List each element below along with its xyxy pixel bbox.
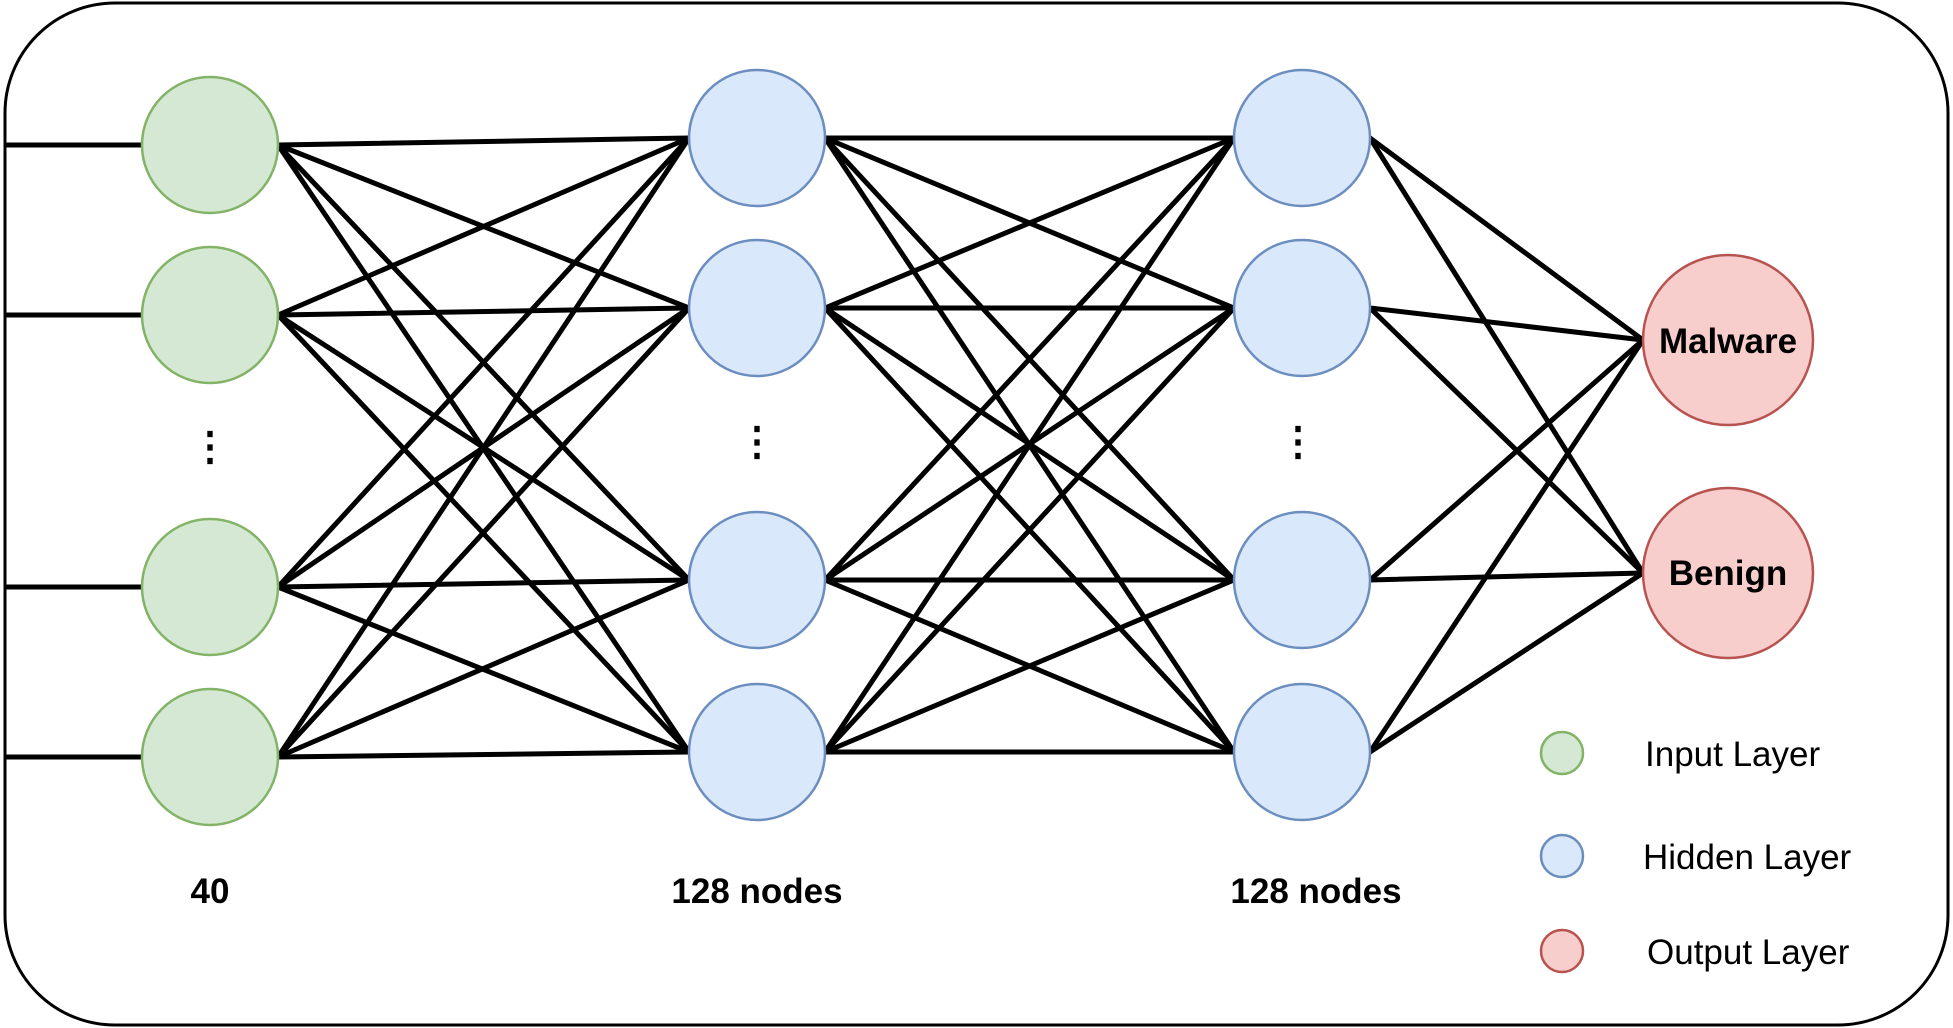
edge-hidden1-hidden2-3-1	[822, 135, 1237, 583]
input-layer-count-label: 40	[191, 872, 230, 911]
edge-input-hidden1-3-1	[275, 135, 692, 590]
hidden2-node-2	[1232, 238, 1372, 378]
legend-input-swatch	[1539, 730, 1585, 776]
edge-input-hidden1-4-3	[275, 577, 692, 760]
legend-hidden-label: Hidden Layer	[1643, 838, 1852, 877]
edge-hidden1-hidden2-4-2	[822, 305, 1237, 755]
hidden2-node-3	[1232, 510, 1372, 650]
edge-hidden2-output-1-2	[1367, 135, 1646, 576]
hidden1-node-4	[687, 682, 827, 822]
edge-input-hidden1-4-4	[275, 749, 692, 760]
edge-input-hidden1-1-1	[275, 135, 692, 148]
input-node-3	[140, 517, 280, 657]
connections	[4, 135, 1646, 760]
edge-hidden2-output-4-1	[1367, 337, 1646, 755]
legend-input-label: Input Layer	[1645, 735, 1820, 774]
edge-hidden1-hidden2-2-1	[822, 135, 1237, 311]
hidden1-node-1	[687, 68, 827, 208]
edge-hidden1-hidden2-4-1	[822, 135, 1237, 755]
hidden1-node-2	[687, 238, 827, 378]
legend-output-swatch	[1539, 928, 1585, 974]
edge-hidden2-output-3-2	[1367, 570, 1646, 583]
legend: Input Layer Hidden Layer Output Layer	[1539, 730, 1852, 974]
input-node-1	[140, 75, 280, 215]
edge-input-hidden1-2-2	[275, 305, 692, 318]
edge-input-hidden1-3-3	[275, 577, 692, 590]
edge-hidden2-output-2-2	[1367, 305, 1646, 576]
edge-input-hidden1-4-2	[275, 305, 692, 760]
output-node-benign-label: Benign	[1669, 554, 1788, 593]
hidden-layer-2-count-label: 128 nodes	[1230, 872, 1401, 911]
legend-output-label: Output Layer	[1647, 933, 1850, 972]
output-node-malware-label: Malware	[1659, 322, 1797, 361]
input-layer-ellipsis: ⋮	[190, 425, 230, 469]
edge-hidden2-output-3-1	[1367, 337, 1646, 583]
edge-hidden1-hidden2-4-3	[822, 577, 1237, 755]
hidden2-node-1	[1232, 68, 1372, 208]
output-node-malware	[1641, 253, 1815, 427]
hidden-layer-1-ellipsis: ⋮	[737, 420, 777, 464]
edge-input-hidden1-2-1	[275, 135, 692, 318]
hidden-layer-2-ellipsis: ⋮	[1278, 420, 1318, 464]
legend-hidden-swatch	[1539, 833, 1585, 879]
hidden-layer-1-count-label: 128 nodes	[671, 872, 842, 911]
edge-hidden2-output-4-2	[1367, 570, 1646, 755]
input-node-2	[140, 245, 280, 385]
hidden2-node-4	[1232, 682, 1372, 822]
input-node-4	[140, 687, 280, 827]
hidden1-node-3	[687, 510, 827, 650]
edge-input-hidden1-4-1	[275, 135, 692, 760]
output-node-benign	[1641, 486, 1815, 660]
diagram-frame	[3, 1, 1950, 1027]
edge-hidden2-output-1-1	[1367, 135, 1646, 343]
nodes	[140, 68, 1815, 827]
edge-hidden2-output-2-1	[1367, 305, 1646, 343]
